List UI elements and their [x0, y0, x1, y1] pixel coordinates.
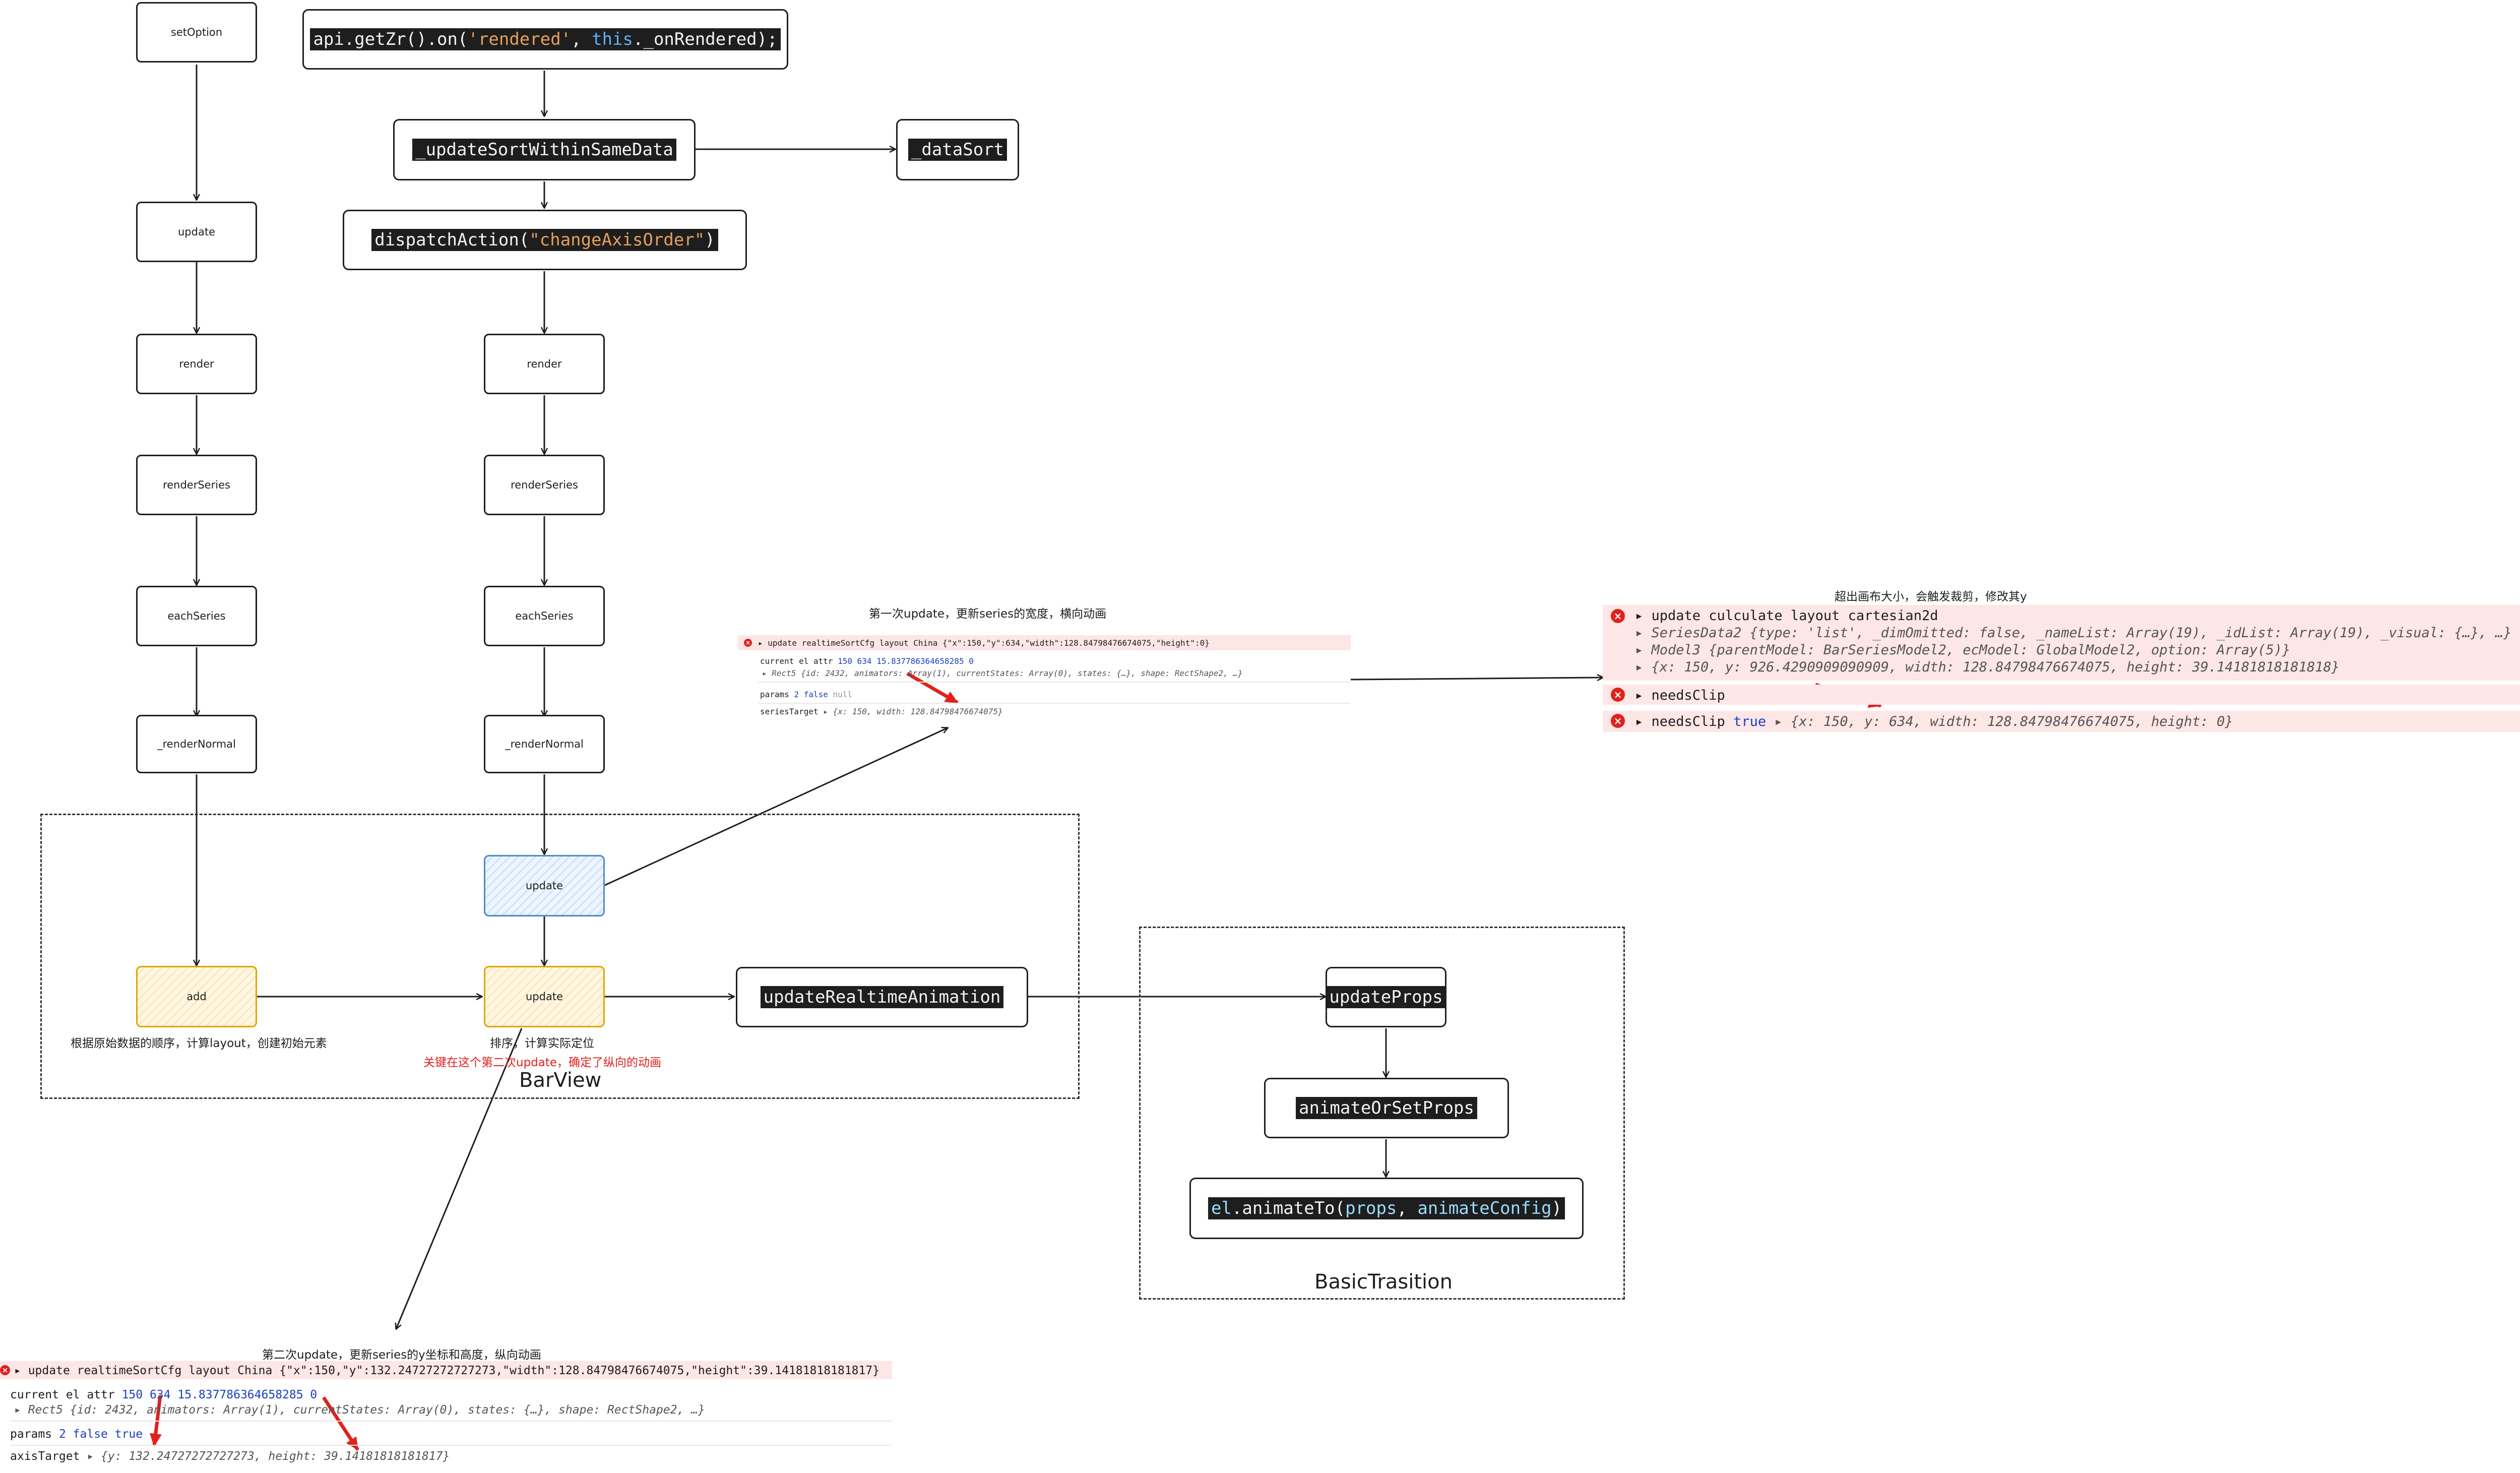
updateprops-node: updateProps — [1326, 967, 1446, 1027]
setoption-label: setOption — [170, 26, 223, 38]
console2-line2: current el attr 150 634 15.8377863646582… — [10, 1388, 318, 1401]
rendernormal-node-left: _renderNormal — [136, 715, 257, 773]
console2-line5: axisTarget ▸ {y: 132.24727272727273, hei… — [10, 1450, 450, 1463]
basictransition-title: BasicTrasition — [1314, 1270, 1453, 1294]
updatesort-node: _updateSortWithinSameData — [393, 119, 696, 180]
eachseries-label-left: eachSeries — [167, 610, 226, 622]
console1-line1: ▸ update realtimeSortCfg layout China {"… — [758, 638, 1210, 648]
clip-line6: ▸ needsClip true ▸ {x: 150, y: 634, widt… — [1635, 714, 2233, 729]
clip-error-bar-1 — [1603, 605, 2520, 681]
animate-or-set-code: animateOrSetProps — [1296, 1097, 1477, 1119]
barview-frame — [40, 814, 1080, 1099]
rendernormal-label-mid: _renderNormal — [505, 738, 584, 750]
clip-error-bar-2 — [1603, 685, 2520, 705]
console1-line4: params 2 false null — [760, 690, 853, 699]
renderseries-node-left: renderSeries — [136, 455, 257, 515]
renderseries-node-mid: renderSeries — [484, 455, 605, 515]
console2-line3: ▸ Rect5 {id: 2432, animators: Array(1), … — [14, 1403, 705, 1417]
eachseries-node-mid: eachSeries — [484, 586, 605, 646]
update-note-red: 关键在这个第二次update，确定了纵向的动画 — [423, 1056, 662, 1069]
console1-title: 第一次update，更新series的宽度，横向动画 — [869, 607, 1107, 621]
update-node-blue: update — [484, 855, 605, 916]
updatesort-code: _updateSortWithinSameData — [412, 139, 676, 161]
clip-title: 超出画布大小，会触发裁剪，修改其y — [1835, 590, 2027, 603]
datasort-node: _dataSort — [896, 119, 1019, 180]
console1-line3: ▸ Rect5 {id: 2432, animators: Array(1), … — [762, 668, 1243, 678]
arrow-console1-clip — [1350, 678, 1603, 680]
render-label-mid: render — [527, 358, 562, 370]
render-label-left: render — [179, 358, 214, 370]
console2-line1: ▸ update realtimeSortCfg layout China {"… — [14, 1364, 880, 1377]
clip-error-icon-1: × — [1611, 609, 1625, 623]
clip-error-icon-2: × — [1611, 688, 1625, 702]
dispatch-code: dispatchAction("changeAxisOrder") — [371, 229, 718, 251]
renderseries-label-left: renderSeries — [163, 479, 230, 491]
console1-panel: × ▸ update realtimeSortCfg layout China … — [738, 635, 1351, 726]
setoption-node: setOption — [136, 2, 257, 63]
clip-line5: ▸ needsClip — [1635, 688, 1725, 703]
animateto-code: el.animateTo(props, animateConfig) — [1208, 1197, 1565, 1219]
console2-sep1 — [10, 1421, 892, 1422]
console2-sep2 — [10, 1445, 892, 1446]
updateprops-code: updateProps — [1326, 986, 1446, 1008]
rendernormal-node-mid: _renderNormal — [484, 715, 605, 773]
console1-line5: seriesTarget ▸ {x: 150, width: 128.84798… — [760, 707, 1003, 716]
renderseries-label-mid: renderSeries — [511, 479, 578, 491]
add-node: add — [136, 966, 257, 1027]
datasort-code: _dataSort — [908, 139, 1007, 161]
clip-error-bar-3 — [1603, 711, 2520, 732]
console1-sep1 — [758, 682, 1351, 683]
console2-error-icon: × — [0, 1365, 10, 1375]
clip-error-icon-3: × — [1611, 714, 1625, 728]
barview-title: BarView — [519, 1069, 602, 1092]
console2-panel: × ▸ update realtimeSortCfg layout China … — [0, 1361, 892, 1473]
realtime-code: updateRealtimeAnimation — [760, 986, 1004, 1008]
clip-line4: ▸ {x: 150, y: 926.4290909090909, width: … — [1635, 659, 2340, 675]
clip-panel: × ▸ update culculate layout cartesian2d … — [1603, 605, 2520, 737]
console2-error-bar — [0, 1361, 892, 1379]
update-caption: 排序，计算实际定位 — [490, 1037, 594, 1050]
clip-line2: ▸ SeriesData2 {type: 'list', _dimOmitted… — [1635, 625, 2520, 641]
clip-line3: ▸ Model3 {parentModel: BarSeriesModel2, … — [1635, 642, 2291, 658]
render-node-mid: render — [484, 334, 605, 394]
clip-line1: ▸ update culculate layout cartesian2d — [1635, 608, 1938, 624]
animate-or-set-node: animateOrSetProps — [1264, 1078, 1509, 1138]
console1-line2: current el attr 150 634 15.8377863646582… — [760, 656, 974, 666]
console1-sep2 — [758, 703, 1351, 704]
render-node-left: render — [136, 334, 257, 394]
dispatch-node: dispatchAction("changeAxisOrder") — [343, 210, 747, 270]
update-label-yellow: update — [526, 991, 563, 1003]
getzr-code: api.getZr().on('rendered', this._onRende… — [310, 28, 781, 50]
update-label-blue: update — [526, 880, 563, 892]
add-label: add — [186, 991, 207, 1003]
console1-error-icon: × — [744, 639, 752, 647]
realtime-node: updateRealtimeAnimation — [736, 967, 1028, 1027]
update-node-left: update — [136, 202, 257, 262]
console2-line4: params 2 false true — [10, 1428, 143, 1441]
getzr-node: api.getZr().on('rendered', this._onRende… — [302, 9, 788, 70]
rendernormal-label-left: _renderNormal — [157, 738, 236, 750]
basictransition-frame — [1139, 927, 1625, 1300]
console1-error-bar — [738, 635, 1351, 650]
update-node-yellow: update — [484, 966, 605, 1027]
eachseries-label-mid: eachSeries — [515, 610, 574, 622]
eachseries-node-left: eachSeries — [136, 586, 257, 646]
console2-title: 第二次update，更新series的y坐标和高度，纵向动画 — [262, 1348, 541, 1362]
update-label-left: update — [178, 226, 215, 238]
add-caption: 根据原始数据的顺序，计算layout，创建初始元素 — [71, 1037, 327, 1050]
animateto-node: el.animateTo(props, animateConfig) — [1189, 1178, 1584, 1239]
